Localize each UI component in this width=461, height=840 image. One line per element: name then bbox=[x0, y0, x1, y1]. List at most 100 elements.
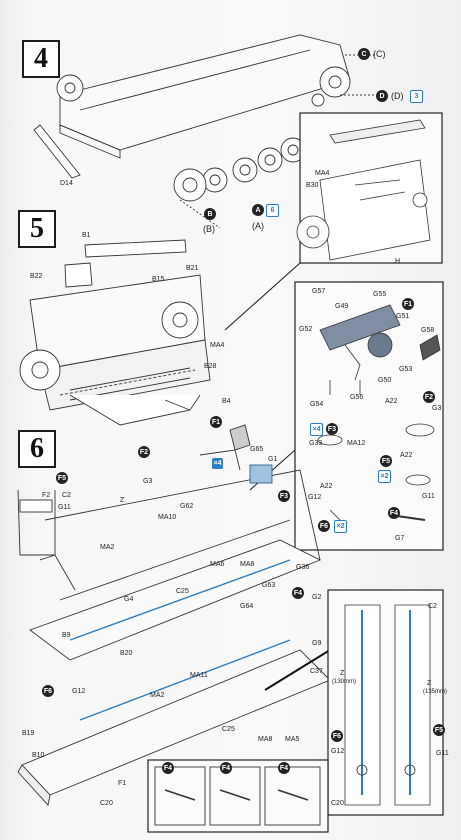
step6-label-ma11: MA11 bbox=[190, 672, 208, 679]
marker-f5: F5 bbox=[380, 455, 392, 467]
step6-label-c37: C37 bbox=[310, 668, 323, 675]
part-marker-b: B bbox=[204, 208, 216, 220]
marker-f4: F4 bbox=[388, 507, 400, 519]
step6-hull-drawing bbox=[17, 424, 331, 806]
rods-label-g11: G11 bbox=[436, 750, 449, 757]
part-label-b-paren: (B) bbox=[203, 224, 215, 234]
step6-label-ma8: MA8 bbox=[240, 561, 255, 568]
marker-f6: F6 bbox=[318, 520, 330, 532]
label-g50: G50 bbox=[378, 377, 392, 384]
label-g49: G49 bbox=[335, 303, 349, 310]
step6-marker-f3: F3 bbox=[278, 490, 290, 502]
bottom-marker-f4-c: F4 bbox=[278, 762, 290, 774]
step6-label-g12: G12 bbox=[72, 688, 86, 695]
label-g56: G56 bbox=[350, 394, 364, 401]
inset-label-b30: B30 bbox=[306, 182, 319, 189]
step6-label-g1: G1 bbox=[268, 456, 278, 463]
step6-label-g65: G65 bbox=[250, 446, 264, 453]
step6-label-ma5: MA5 bbox=[285, 736, 300, 743]
step6-label-ma2: MA2 bbox=[100, 544, 115, 551]
step-number-6: 6 bbox=[18, 430, 56, 468]
rods-label-c20: C20 bbox=[331, 800, 344, 807]
rods-marker-f6: F6 bbox=[331, 730, 343, 742]
step6-label-g64: G64 bbox=[240, 603, 254, 610]
marker-f2: F2 bbox=[423, 391, 435, 403]
step6-label-ma8-2: MA8 bbox=[258, 736, 273, 743]
label-g33: G33 bbox=[309, 440, 323, 447]
label-g12: G12 bbox=[308, 494, 322, 501]
step6-label-g3: G3 bbox=[143, 478, 153, 485]
part-label-ma4: MA4 bbox=[210, 342, 225, 349]
step6-marker-f4: F4 bbox=[292, 587, 304, 599]
inset-label-ma4: MA4 bbox=[315, 170, 330, 177]
part-label-b1: B1 bbox=[82, 232, 91, 239]
label-g57: G57 bbox=[312, 288, 326, 295]
rods-label-z1: Z bbox=[340, 670, 345, 677]
step6-label-ma2-2: MA2 bbox=[150, 692, 165, 699]
step6-label-f2: F2 bbox=[42, 492, 51, 499]
quantity-x4: ×4 bbox=[310, 423, 323, 436]
step6-label-ma10: MA10 bbox=[158, 514, 177, 521]
step6-label-g4: G4 bbox=[124, 596, 134, 603]
step6-marker-f6: F6 bbox=[42, 685, 54, 697]
part-label-b15: B15 bbox=[152, 276, 165, 283]
part-marker-a: A bbox=[252, 204, 264, 216]
step6-label-b9: B9 bbox=[62, 632, 71, 639]
label-g55: G55 bbox=[373, 291, 387, 298]
step6-label-g2: G2 bbox=[312, 594, 322, 601]
quantity-x2: ×2 bbox=[378, 470, 391, 483]
inset-label-h: H bbox=[395, 258, 401, 265]
rods-inset bbox=[327, 589, 444, 816]
label-g3: G3 bbox=[432, 405, 442, 412]
part-label-b28: B28 bbox=[204, 363, 217, 370]
rods-marker-f5: F5 bbox=[433, 724, 445, 736]
label-g7: G7 bbox=[395, 535, 405, 542]
step6-label-g9: G9 bbox=[312, 640, 322, 647]
step6-label-g63: G63 bbox=[262, 582, 276, 589]
part-label-d14: D14 bbox=[60, 180, 73, 187]
rods-label-z2-length: (135mm) bbox=[423, 689, 448, 695]
marker-f3: F3 bbox=[326, 423, 338, 435]
quantity-d: 3 bbox=[410, 90, 423, 103]
rods-label-z1-length: (130mm) bbox=[332, 679, 357, 685]
label-a22-2: A22 bbox=[400, 452, 413, 459]
step6-label-f1: F1 bbox=[118, 780, 127, 787]
bottom-insets bbox=[147, 759, 329, 833]
marker-f1: F1 bbox=[402, 298, 414, 310]
step6-marker-f2: F2 bbox=[138, 446, 150, 458]
rods-label-z2: Z bbox=[427, 680, 432, 687]
step6-label-b19: B19 bbox=[22, 730, 35, 737]
step6-label-b20: B20 bbox=[120, 650, 133, 657]
inset-g-parts bbox=[294, 281, 444, 551]
part-label-b4: B4 bbox=[222, 398, 231, 405]
step6-label-b10: B10 bbox=[32, 752, 45, 759]
part-label-d-paren: (D) bbox=[391, 91, 404, 101]
part-label-a-paren: (A) bbox=[252, 221, 264, 231]
label-g54: G54 bbox=[310, 401, 324, 408]
label-a22: A22 bbox=[385, 398, 398, 405]
part-label-b22: B22 bbox=[30, 273, 43, 280]
rods-label-c2: C2 bbox=[428, 603, 437, 610]
step6-label-g36: G36 bbox=[296, 564, 310, 571]
step6-marker-f1: F1 bbox=[210, 416, 222, 428]
part-label-b21: B21 bbox=[186, 265, 199, 272]
bottom-marker-f4-a: F4 bbox=[162, 762, 174, 774]
rods-label-g12: G12 bbox=[331, 748, 345, 755]
label-g58: G58 bbox=[421, 327, 435, 334]
label-g51: G51 bbox=[396, 313, 410, 320]
step6-label-c25-2: C25 bbox=[222, 726, 235, 733]
step6-marker-f5: F5 bbox=[56, 472, 68, 484]
label-g52: G52 bbox=[299, 326, 313, 333]
part-marker-d: D bbox=[376, 90, 388, 102]
step6-label-ma6: MA6 bbox=[210, 561, 225, 568]
label-g53: G53 bbox=[399, 366, 413, 373]
step6-quantity-x4: ×4 bbox=[212, 458, 223, 469]
inset-hull-rear bbox=[296, 112, 443, 264]
step6-label-c20: C20 bbox=[100, 800, 113, 807]
step6-label-c25: C25 bbox=[176, 588, 189, 595]
label-g11: G11 bbox=[422, 493, 435, 500]
step6-label-z: Z bbox=[120, 497, 125, 504]
step5-hull-drawing bbox=[19, 239, 211, 426]
part-marker-c: C bbox=[358, 48, 370, 60]
